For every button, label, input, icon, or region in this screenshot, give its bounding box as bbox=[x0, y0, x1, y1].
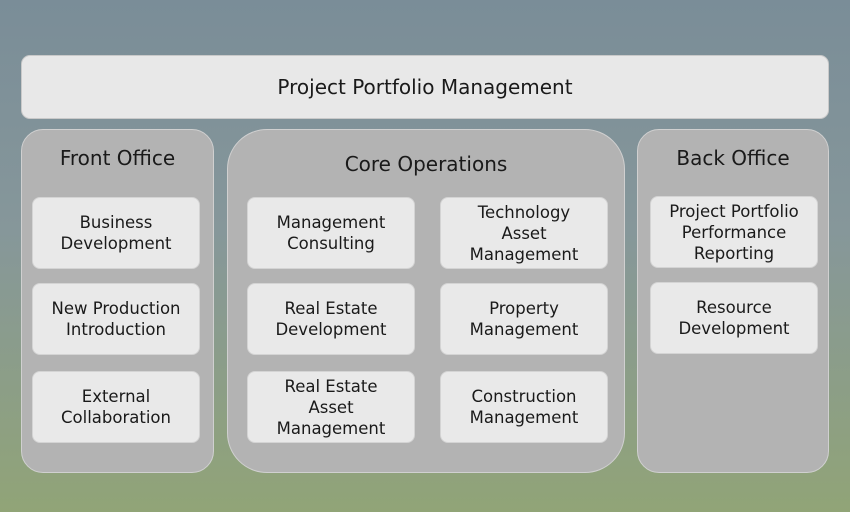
core-operations-title: Core Operations bbox=[344, 152, 508, 176]
portfolio-title: Project Portfolio Management bbox=[277, 75, 573, 99]
back-office-title: Back Office bbox=[676, 146, 790, 170]
front-office-title: Front Office bbox=[59, 146, 176, 170]
portfolio-header: Project Portfolio Management bbox=[21, 55, 829, 119]
